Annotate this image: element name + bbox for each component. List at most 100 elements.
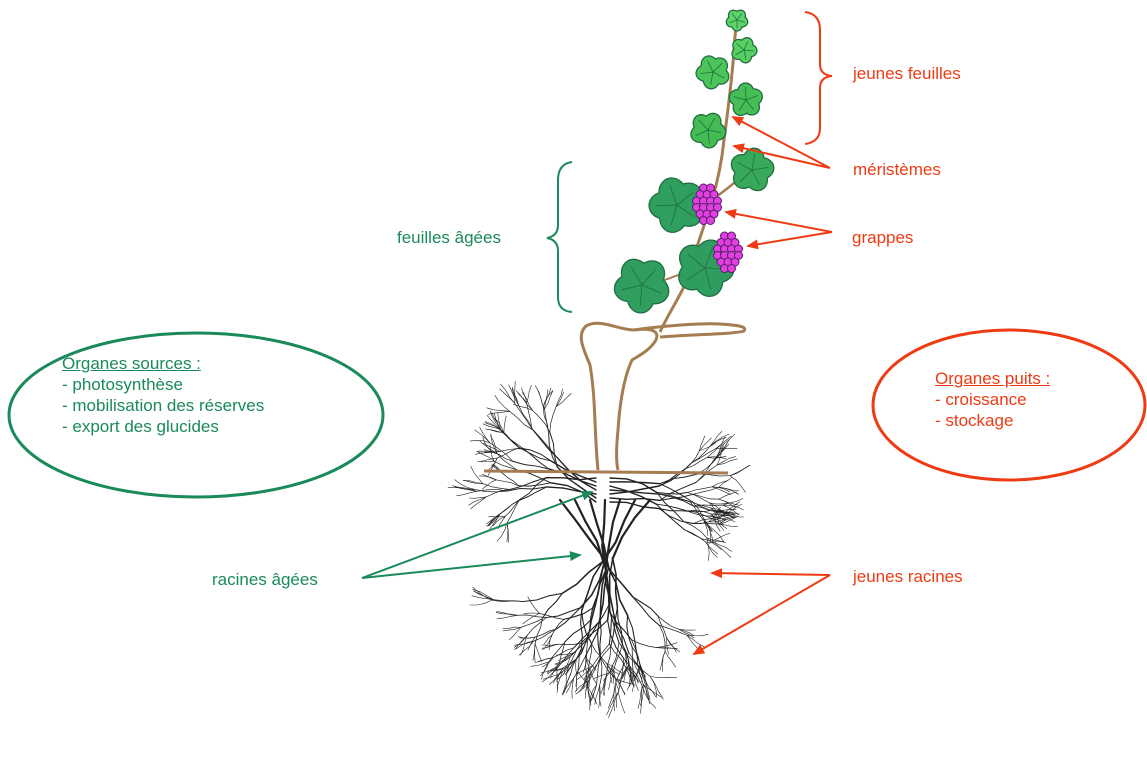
root-branch <box>600 620 601 658</box>
arrow-grape-1 <box>726 212 832 232</box>
root-branch <box>610 482 660 484</box>
root-branch <box>587 686 590 710</box>
sink-item: - croissance <box>935 389 1050 410</box>
source-item: - export des glucides <box>62 416 264 437</box>
root-branch <box>527 618 546 636</box>
root-branch <box>457 491 477 496</box>
root-branch <box>503 473 519 486</box>
meristems-label: méristèmes <box>853 160 941 180</box>
root-branch <box>486 490 510 498</box>
root-system <box>448 381 750 717</box>
root-branch <box>519 483 551 486</box>
vine-trunk <box>581 323 657 470</box>
grape-berry <box>707 217 715 225</box>
root-branch <box>700 436 705 451</box>
root-branch <box>574 655 586 678</box>
root-branch <box>547 664 559 673</box>
root-branch <box>712 541 731 551</box>
root-branch <box>531 662 549 667</box>
root-branch <box>688 487 712 493</box>
root-branch <box>556 392 564 407</box>
root-branch <box>483 484 510 490</box>
root-branch <box>707 538 709 561</box>
root-branch <box>608 568 627 616</box>
root-branch <box>712 533 730 541</box>
root-branch <box>545 409 549 434</box>
arrow-grape-2 <box>748 232 832 246</box>
leaf-vein <box>746 87 747 100</box>
root-branch <box>523 593 562 601</box>
root-branch <box>478 461 495 462</box>
sink-organs-title: Organes puits : <box>935 368 1050 389</box>
root-branch <box>471 466 483 483</box>
root-branch <box>544 635 552 644</box>
root-branch <box>557 672 562 693</box>
sink-item: - stockage <box>935 410 1050 431</box>
root-branch <box>659 509 693 512</box>
root-branch <box>658 616 679 629</box>
young-leaves-bracket <box>805 12 832 144</box>
root-branch <box>710 503 728 504</box>
root-branch <box>719 524 738 527</box>
root-branch <box>679 629 694 638</box>
old-leaves-label: feuilles âgées <box>397 228 501 248</box>
root-branch <box>497 615 518 619</box>
root-branch <box>686 457 708 468</box>
old-roots-label: racines âgées <box>212 570 318 590</box>
root-branch <box>707 538 722 550</box>
root-branch <box>504 416 506 433</box>
source-organs-title: Organes sources : <box>62 353 264 374</box>
root-branch <box>618 692 625 713</box>
root-branch <box>667 638 680 652</box>
root-branch <box>730 466 749 476</box>
grape-berry <box>728 265 736 273</box>
root-branch <box>719 492 737 499</box>
root-branch <box>488 411 509 414</box>
root-branch <box>659 463 691 486</box>
clusters-label: grappes <box>852 228 913 248</box>
root-branch <box>538 391 544 409</box>
root-branch <box>471 497 486 509</box>
young-roots-label: jeunes racines <box>853 567 963 587</box>
root-branch <box>600 657 602 685</box>
root-branch <box>560 500 602 556</box>
root-branch <box>533 410 550 432</box>
root-branch <box>650 677 676 678</box>
root-branch <box>524 613 540 614</box>
arrow-young-root-1 <box>712 573 830 575</box>
root-branch <box>650 677 656 698</box>
root-branch <box>604 675 607 695</box>
arrow-young-root-2 <box>694 575 830 654</box>
root-branch <box>719 487 739 490</box>
root-branch <box>470 600 492 605</box>
root-branch <box>730 476 746 493</box>
root-branch <box>535 619 542 644</box>
root-branch <box>665 651 676 667</box>
root-branch <box>550 407 556 432</box>
old-leaves-bracket <box>547 162 572 312</box>
source-item: - photosynthèse <box>62 374 264 395</box>
root-branch <box>633 597 658 616</box>
root-branch <box>521 619 542 627</box>
leaves <box>614 10 773 313</box>
root-branch <box>717 459 737 465</box>
root-branch <box>633 597 660 626</box>
root-branch <box>615 684 616 708</box>
sink-organs-text: Organes puits : - croissance - stockage <box>935 368 1050 431</box>
root-branch <box>486 429 503 433</box>
root-branch <box>687 635 704 647</box>
root-branch <box>716 448 737 449</box>
root-branch <box>492 452 513 461</box>
root-branch <box>512 388 519 405</box>
root-branch <box>589 657 600 680</box>
young-leaves-label: jeunes feuilles <box>853 64 961 84</box>
source-organs-text: Organes sources : - photosynthèse - mobi… <box>62 353 264 437</box>
root-branch <box>496 613 518 616</box>
root-branch <box>475 452 491 454</box>
ground-line <box>484 471 728 473</box>
source-item: - mobilisation des réserves <box>62 395 264 416</box>
root-branch <box>606 663 623 674</box>
root-branch <box>552 619 564 634</box>
root-branch <box>535 644 542 662</box>
